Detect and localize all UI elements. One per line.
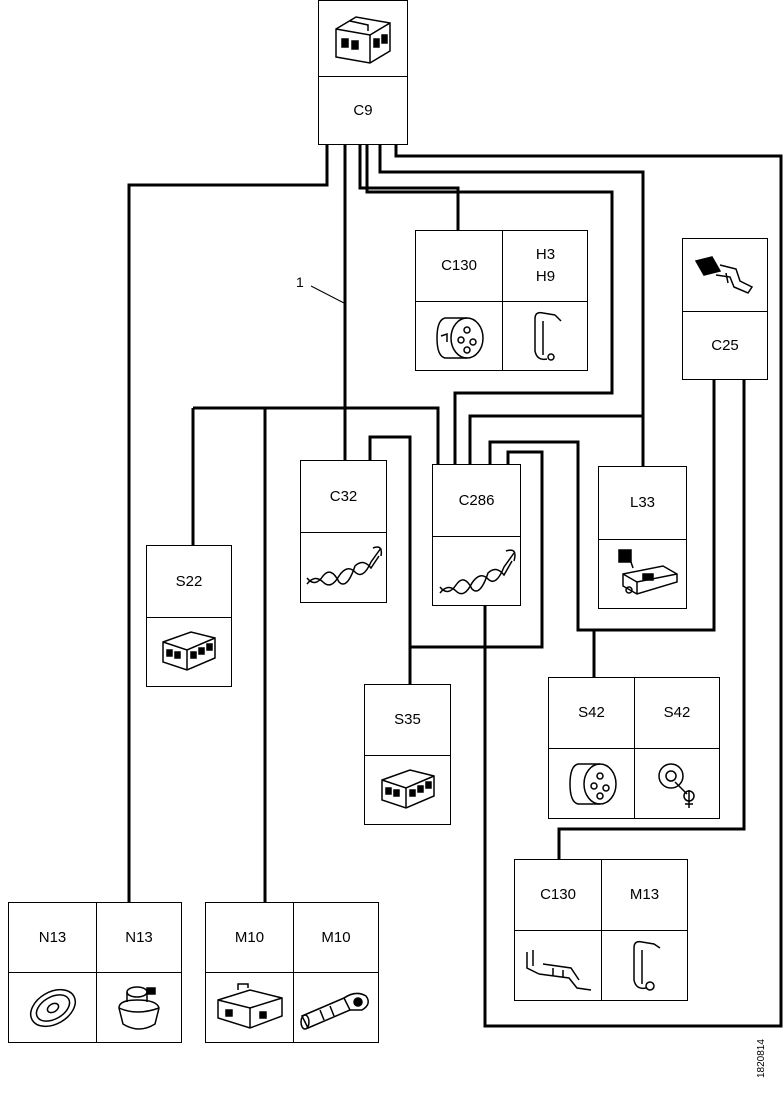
c286-label: C286: [458, 491, 495, 509]
terminal-clip-icon: [602, 931, 687, 1000]
wire-c9-c25: [394, 145, 783, 1028]
c32-label: C32: [329, 487, 358, 505]
s22-label: S22: [175, 572, 203, 590]
component-s42[interactable]: S42 S42: [548, 677, 720, 819]
wire-c9-c130: [358, 145, 460, 230]
component-m10[interactable]: M10 M10: [205, 902, 379, 1043]
connector-block-icon: [319, 1, 407, 76]
wire-reference: 1: [296, 274, 304, 290]
s42-right-label: S42: [663, 704, 691, 721]
round-connector-icon: [549, 749, 634, 818]
speaker-icon: [9, 973, 96, 1042]
c130-bottom-label: C130: [540, 886, 576, 903]
component-c32[interactable]: C32: [300, 460, 387, 603]
c25-label: C25: [711, 336, 739, 354]
n13-right-label: N13: [125, 928, 153, 946]
wire-bus-top: [193, 406, 440, 465]
component-c25[interactable]: C25: [682, 238, 768, 380]
multi-pin-connector-icon: [365, 756, 450, 824]
multi-pin-connector-icon: [147, 618, 231, 686]
component-c286[interactable]: C286: [432, 464, 521, 606]
m13-label: M13: [629, 886, 660, 903]
wire-c286-s35: [410, 450, 544, 649]
wire-c32-s35: [368, 435, 412, 685]
m10-right-label: M10: [321, 928, 351, 946]
twisted-pair-icon: [433, 537, 520, 605]
h9-label: H9: [535, 268, 556, 285]
twisted-pair-icon: [301, 533, 386, 602]
s42-left-label: S42: [578, 704, 605, 721]
round-connector-icon: [416, 302, 502, 371]
wire-c9-n13: [127, 145, 329, 902]
wire-c25-c130: [557, 380, 746, 860]
figure-code: 1820814: [756, 1039, 767, 1078]
spade-terminal-icon: [683, 239, 767, 311]
terminal-clip-icon: [503, 302, 588, 371]
component-s35[interactable]: S35: [364, 684, 451, 825]
s35-label: S35: [394, 711, 421, 728]
crimp-terminal-icon: [515, 931, 601, 1000]
lamp-holder-icon: [599, 540, 686, 608]
h3-label: H3: [535, 246, 556, 263]
component-l33[interactable]: L33: [598, 466, 687, 609]
component-c9[interactable]: C9: [318, 0, 408, 145]
motor-icon: [294, 973, 378, 1042]
component-n13[interactable]: N13 N13: [8, 902, 182, 1043]
motor-connector-icon: [206, 973, 293, 1042]
l33-label: L33: [629, 494, 656, 511]
wire-c9-c286a: [365, 145, 614, 465]
wire-c286-s42: [488, 380, 716, 632]
c130-label: C130: [441, 257, 477, 274]
wire-ref-leader: [310, 285, 345, 304]
component-c130-h3[interactable]: C130 H3 H9: [415, 230, 588, 371]
component-s22[interactable]: S22: [146, 545, 232, 687]
wire-c9-l33: [378, 145, 645, 465]
ignition-switch-icon: [635, 749, 719, 818]
m10-left-label: M10: [234, 928, 265, 946]
component-c130-m13[interactable]: C130 M13: [514, 859, 688, 1001]
c9-label: C9: [353, 101, 373, 119]
buzzer-icon: [97, 973, 181, 1042]
n13-left-label: N13: [38, 928, 67, 946]
